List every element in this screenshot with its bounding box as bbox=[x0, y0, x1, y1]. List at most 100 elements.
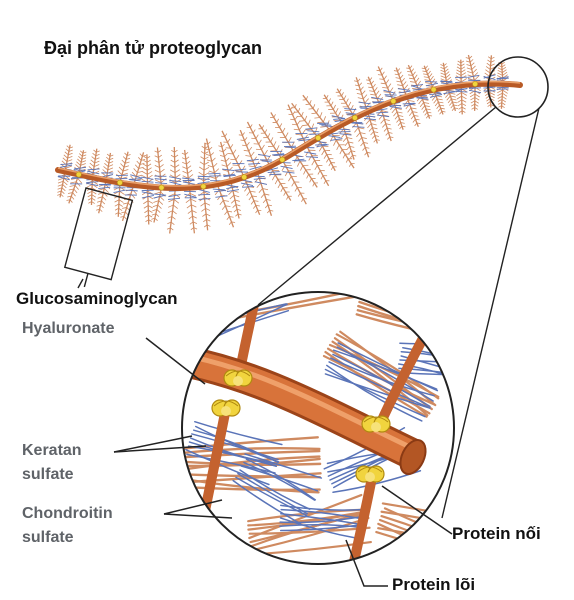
glycosaminoglycan-frond bbox=[181, 149, 196, 188]
zoom-link-proteins bbox=[211, 369, 391, 483]
glycosaminoglycan-frond bbox=[204, 138, 223, 185]
link-protein-pointer bbox=[381, 485, 453, 535]
link-protein-label: Protein nối bbox=[452, 524, 541, 543]
glycosaminoglycan-frond bbox=[183, 187, 198, 234]
molecule-link-protein bbox=[279, 156, 286, 163]
hyaluronate-label: Hyaluronate bbox=[22, 320, 115, 337]
chondroitin-pointer-lower bbox=[163, 513, 233, 519]
glycosaminoglycan-frond bbox=[496, 83, 509, 109]
glycosaminoglycan-frond bbox=[212, 184, 236, 228]
glycosaminoglycan-frond bbox=[291, 102, 322, 139]
glycosaminoglycan-frond bbox=[166, 187, 181, 234]
zoom-keratan-sulfate-chains bbox=[279, 504, 362, 540]
core-protein-pointer bbox=[345, 539, 388, 587]
zoom-link-protein bbox=[355, 465, 385, 483]
glycosaminoglycan-frond bbox=[197, 142, 210, 187]
glycosaminoglycan-frond bbox=[113, 182, 126, 217]
glycosaminoglycan-frond bbox=[151, 187, 167, 223]
molecule-link-protein bbox=[117, 179, 123, 186]
zoom-hyaluronate-rod bbox=[182, 347, 422, 468]
glycosaminoglycan-frond bbox=[362, 111, 380, 144]
glycosaminoglycan-frond bbox=[465, 54, 481, 85]
molecule-link-protein bbox=[390, 98, 397, 105]
magnifier-line-upper bbox=[257, 106, 497, 306]
glycosaminoglycan-frond bbox=[66, 174, 84, 204]
glycosaminoglycan-frond bbox=[96, 180, 112, 214]
glycosaminoglycan-frond bbox=[114, 151, 131, 183]
zoom-link-protein bbox=[223, 369, 253, 387]
zoom-link-protein bbox=[361, 415, 391, 433]
glycosaminoglycan-frond bbox=[169, 146, 182, 189]
keratan-sulfate-label-line2: sulfate bbox=[22, 466, 74, 483]
keratan-sulfate-label-line1: Keratan bbox=[22, 442, 82, 459]
glycosaminoglycan-frond bbox=[59, 144, 74, 172]
glycosaminoglycan-frond bbox=[252, 171, 274, 216]
glycosaminoglycan-frond bbox=[225, 181, 242, 219]
magnifier-circle bbox=[487, 56, 549, 118]
molecule-link-protein bbox=[430, 86, 437, 93]
zoom-link-protein bbox=[211, 399, 241, 417]
glycosaminoglycan-frond bbox=[313, 137, 337, 172]
core-protein-label: Protein lõi bbox=[392, 575, 476, 594]
glycosaminoglycan-frond bbox=[218, 141, 236, 182]
glycosaminoglycan-frond bbox=[428, 89, 446, 115]
molecule-link-protein bbox=[241, 174, 248, 180]
glycosaminoglycan-frond bbox=[388, 100, 406, 130]
glycosaminoglycan-frond bbox=[401, 96, 421, 127]
zoom-keratan-sulfate-chains bbox=[185, 420, 283, 486]
diagram-title: Đại phân tử proteoglycan bbox=[44, 38, 263, 58]
glycosaminoglycan-frond bbox=[128, 152, 147, 185]
proteoglycan-molecule bbox=[55, 54, 523, 234]
glycosaminoglycan-frond bbox=[302, 94, 334, 132]
molecule-link-protein bbox=[158, 184, 165, 191]
molecule-link-proteins bbox=[75, 81, 479, 191]
molecule-glycosaminoglycan-fronds bbox=[57, 54, 509, 234]
glycosaminoglycan-frond bbox=[337, 123, 357, 160]
glycosaminoglycan-label: Glucosaminoglycan bbox=[16, 289, 178, 308]
glycosaminoglycan-frond bbox=[350, 117, 371, 158]
glycosaminoglycan-frond bbox=[221, 130, 248, 178]
glycosaminoglycan-bracket bbox=[63, 187, 134, 288]
zoom-hyaluronate-rod-end bbox=[399, 439, 427, 475]
keratan-pointer-lower bbox=[113, 445, 207, 453]
glycosaminoglycan-frond bbox=[442, 86, 459, 112]
glycosaminoglycan-frond bbox=[421, 65, 439, 90]
molecule-link-protein bbox=[200, 183, 207, 190]
keratan-pointer-upper bbox=[113, 435, 193, 453]
chondroitin-pointer-upper bbox=[163, 499, 223, 515]
glycosaminoglycan-frond bbox=[86, 177, 99, 205]
glycosaminoglycan-frond bbox=[406, 64, 425, 94]
glycosaminoglycan-frond bbox=[120, 184, 139, 222]
chondroitin-sulfate-label-line2: sulfate bbox=[22, 529, 74, 546]
molecule-link-protein bbox=[75, 171, 82, 178]
glycosaminoglycan-frond bbox=[57, 171, 71, 198]
glycosaminoglycan-frond bbox=[375, 106, 394, 142]
magnifier-line-lower bbox=[441, 107, 540, 519]
zoom-circle-border bbox=[181, 291, 455, 565]
glycosaminoglycan-frond bbox=[302, 144, 330, 187]
glycosaminoglycan-frond bbox=[197, 186, 211, 231]
glycosaminoglycan-frond bbox=[455, 85, 468, 115]
glycosaminoglycan-frond bbox=[258, 123, 286, 161]
chondroitin-sulfate-label-line1: Chondroitin bbox=[22, 505, 113, 522]
zoom-core-protein-lower-right bbox=[341, 467, 378, 564]
glycosaminoglycan-frond bbox=[265, 165, 292, 201]
molecule-link-protein bbox=[472, 81, 479, 87]
glycosaminoglycan-frond bbox=[455, 59, 468, 86]
glycosaminoglycan-frond bbox=[246, 121, 274, 167]
zoom-view bbox=[181, 291, 455, 565]
glycosaminoglycan-frond bbox=[238, 129, 262, 173]
zoom-keratan-sulfate-chains bbox=[324, 342, 439, 422]
glycosaminoglycan-frond bbox=[468, 83, 482, 111]
glycosaminoglycan-frond bbox=[73, 150, 87, 175]
molecule-link-protein bbox=[351, 114, 358, 121]
glycosaminoglycan-frond bbox=[414, 92, 433, 119]
zoom-circle-background bbox=[182, 292, 454, 564]
hyaluronate-pointer bbox=[145, 337, 206, 385]
glycosaminoglycan-frond bbox=[278, 159, 307, 205]
glycosaminoglycan-frond bbox=[353, 77, 373, 112]
glycosaminoglycan-frond bbox=[141, 154, 154, 187]
glycosaminoglycan-frond bbox=[335, 88, 360, 119]
